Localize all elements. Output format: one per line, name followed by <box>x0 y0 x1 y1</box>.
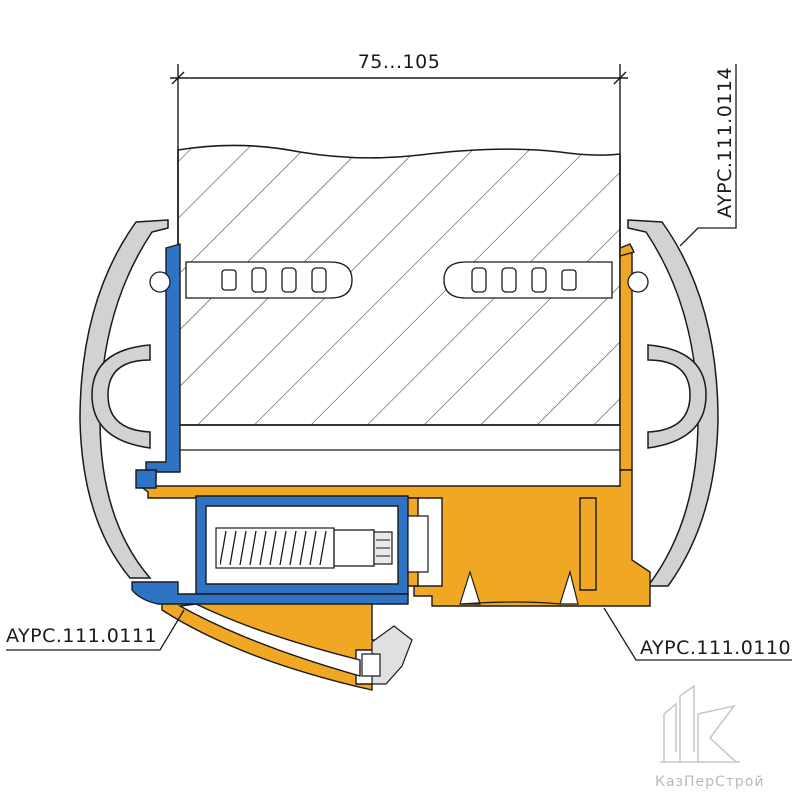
dimension-label: 75...105 <box>358 51 441 73</box>
glass-gasket-left <box>149 261 353 299</box>
bolt-fitting <box>215 515 579 605</box>
label-aypc-111-0111: AYPC.111.0111 <box>6 625 157 647</box>
glass-gasket-right <box>443 261 649 299</box>
infill-panel <box>177 144 621 451</box>
bottom-seal-clip <box>361 625 413 685</box>
leaders <box>6 64 792 661</box>
label-aypc-111-0114: AYPC.111.0114 <box>714 67 736 218</box>
watermark-logo <box>660 684 740 763</box>
label-aypc-111-0110: AYPC.111.0110 <box>640 637 791 659</box>
gray-cover-left <box>79 219 169 579</box>
watermark-text: КазПерСтрой <box>655 774 764 790</box>
